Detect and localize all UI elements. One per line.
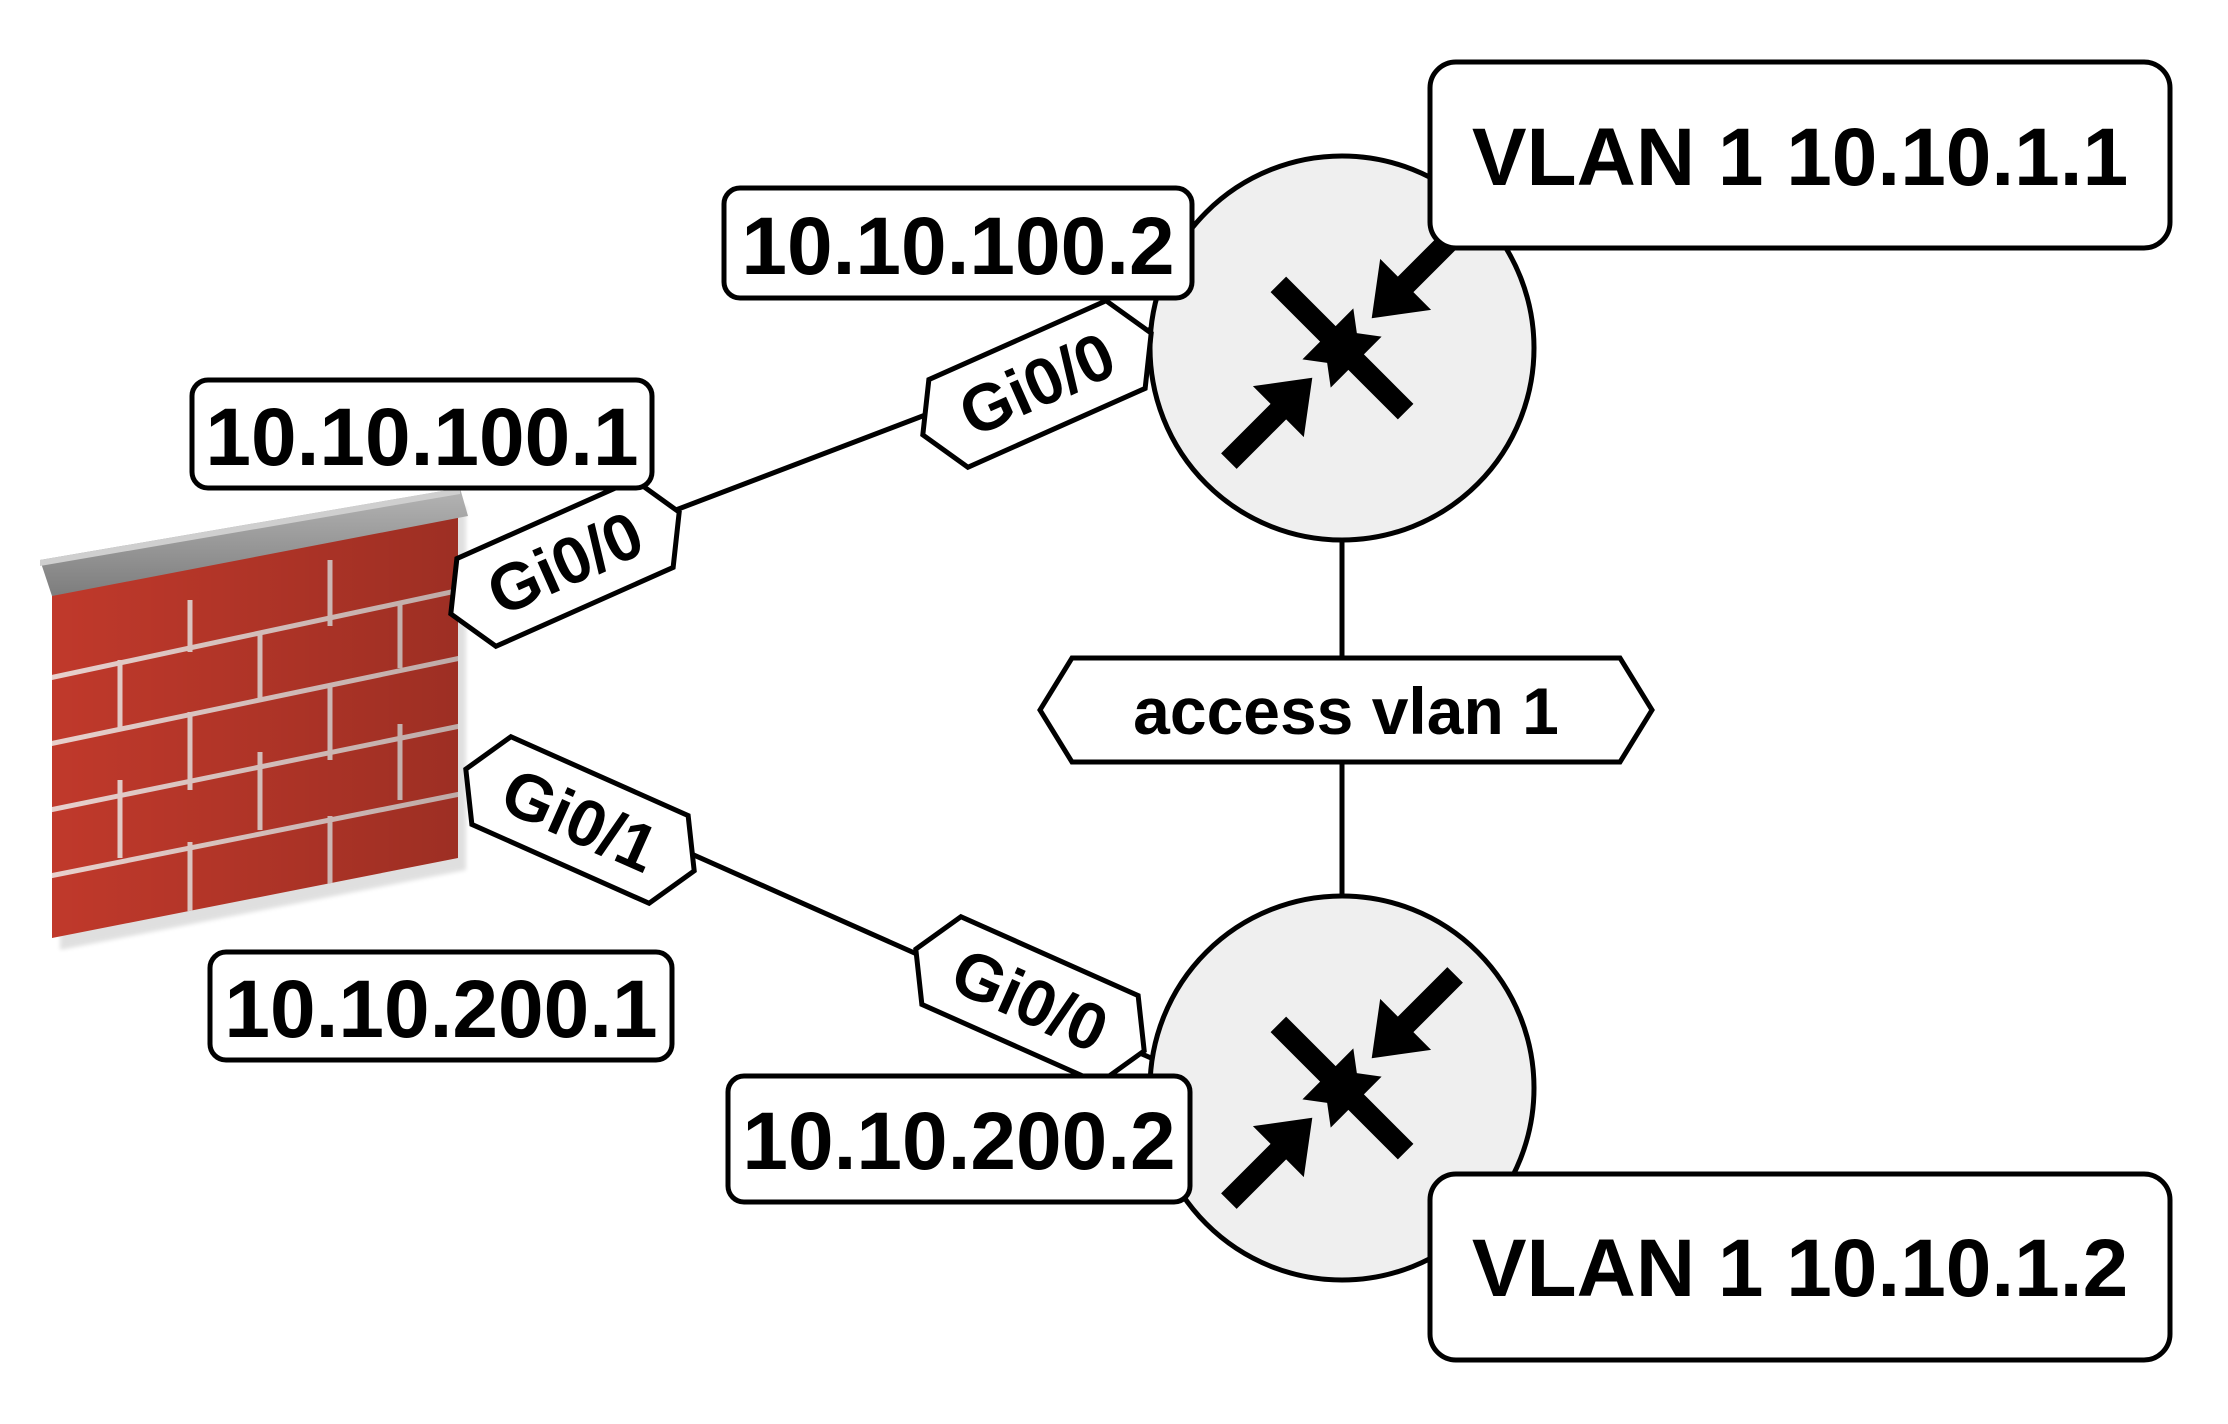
- ip-label-router-top-text: 10.10.100.2: [741, 201, 1174, 292]
- router-top-arrows: [1221, 227, 1463, 469]
- router-bottom-arrows: [1221, 967, 1463, 1209]
- port-label-fw-gi00: Gi0/0: [448, 476, 682, 650]
- port-label-router-top-gi00: Gi0/0: [920, 297, 1154, 471]
- ip-label-router-bottom: 10.10.200.2: [725, 1073, 1193, 1205]
- ip-label-fw-top: 10.10.100.1: [189, 377, 655, 491]
- port-label-fw-gi01: Gi0/1: [463, 733, 697, 907]
- vlan-label-router-top-text: VLAN 1 10.10.1.1: [1472, 112, 2128, 203]
- ip-label-fw-bottom-text: 10.10.200.1: [224, 964, 657, 1055]
- port-label-router-bottom-gi00: Gi0/0: [913, 913, 1147, 1087]
- ip-label-router-bottom-text: 10.10.200.2: [742, 1096, 1175, 1187]
- vlan-label-router-bottom-text: VLAN 1 10.10.1.2: [1472, 1223, 2128, 1314]
- trunk-label: access vlan 1: [1037, 655, 1655, 765]
- firewall-brick-wall-icon: [40, 488, 468, 950]
- vlan-label-router-top: VLAN 1 10.10.1.1: [1427, 59, 2173, 251]
- ip-label-fw-top-text: 10.10.100.1: [205, 392, 638, 483]
- router-top-icon: [1147, 153, 1537, 543]
- vlan-label-router-bottom: VLAN 1 10.10.1.2: [1427, 1171, 2173, 1363]
- ip-label-fw-bottom: 10.10.200.1: [207, 949, 675, 1063]
- ip-label-router-top: 10.10.100.2: [721, 185, 1195, 301]
- trunk-label-text: access vlan 1: [1133, 674, 1559, 748]
